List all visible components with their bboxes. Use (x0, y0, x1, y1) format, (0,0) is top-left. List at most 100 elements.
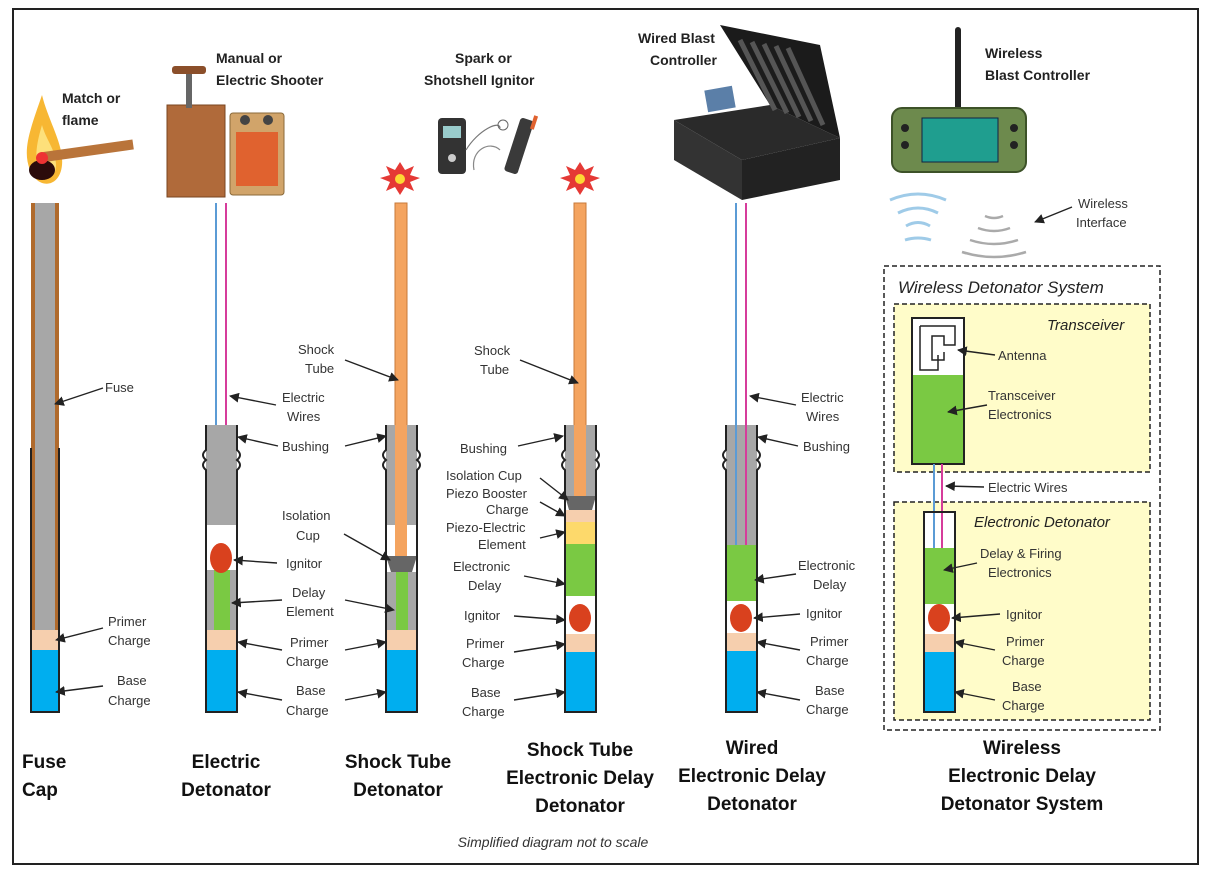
electric-delay-label-2: Element (286, 604, 334, 619)
wl-primer-label-1: Primer (1006, 634, 1045, 649)
shock-delay-title-1: Shock Tube (527, 740, 633, 761)
transceiver-electronics-label-1: Transceiver (988, 388, 1056, 403)
sd-delay-label-2: Delay (468, 578, 502, 593)
sd-ignitor-label: Ignitor (464, 608, 501, 623)
electric-ignitor-label: Ignitor (286, 556, 323, 571)
fuse-label: Fuse (105, 380, 134, 395)
electric-wires-label-1: Electric (282, 390, 325, 405)
wireless-interface-label-1: Wireless (1078, 196, 1128, 211)
electric-bushing-label: Bushing (282, 439, 329, 454)
fuse-cap-title-2: Cap (22, 780, 58, 801)
wireless-title-1: Wireless (983, 738, 1061, 759)
electric-primer-label-2: Charge (286, 654, 329, 669)
explosion-burst-icon (560, 162, 600, 195)
wireless-controller-icon (891, 27, 1027, 173)
electric-base-label-1: Base (296, 683, 326, 698)
footnote: Simplified diagram not to scale (458, 834, 649, 850)
electronic-detonator-title: Electronic Detonator (974, 514, 1111, 531)
sd-primer-label-1: Primer (466, 636, 505, 651)
wd-delay-label-2: Delay (813, 577, 847, 592)
sd-delay-label-1: Electronic (453, 559, 511, 574)
wd-base-label-2: Charge (806, 702, 849, 717)
sd-shock-tube-label-2: Tube (480, 362, 509, 377)
wireless-electric-wires-label: Electric Wires (988, 480, 1068, 495)
shock-delay-title-2: Electronic Delay (506, 768, 654, 789)
sd-base-label-1: Base (471, 685, 501, 700)
spark-label-1: Spark or (455, 50, 512, 66)
sd-base-label-2: Charge (462, 704, 505, 719)
wireless-controller-label-1: Wireless (985, 45, 1043, 61)
match-flame-icon (26, 95, 134, 184)
wl-primer-label-2: Charge (1002, 653, 1045, 668)
electric-title-2: Detonator (181, 780, 271, 801)
wired-delay-detonator (722, 203, 761, 713)
wl-base-label-2: Charge (1002, 698, 1045, 713)
transceiver-unit (911, 317, 965, 465)
wired-controller-icon (674, 25, 840, 200)
wireless-title-2: Electronic Delay (948, 766, 1096, 787)
sd-isolation-cup-label: Isolation Cup (446, 468, 522, 483)
wd-primer-label-1: Primer (810, 634, 849, 649)
wired-controller-label-2: Controller (650, 52, 717, 68)
fuse-base-label-2: Charge (108, 693, 151, 708)
sd-piezo-booster-label-2: Charge (486, 502, 529, 517)
fuse-primer-label-1: Primer (108, 614, 147, 629)
match-label-1: Match or (62, 90, 121, 106)
shock-tube-label-2: Tube (305, 361, 334, 376)
match-label-2: flame (62, 112, 99, 128)
wd-ignitor-label: Ignitor (806, 606, 843, 621)
spark-ignitor-icon (438, 115, 539, 175)
wired-title-3: Detonator (707, 794, 797, 815)
electric-base-label-2: Charge (286, 703, 329, 718)
spark-label-2: Shotshell Ignitor (424, 72, 535, 88)
wireless-title-3: Detonator System (941, 794, 1104, 815)
sd-piezo-booster-label-1: Piezo Booster (446, 486, 528, 501)
explosion-burst-icon (380, 162, 420, 195)
plunger-shooter-icon (166, 66, 285, 198)
wireless-interface-label-2: Interface (1076, 215, 1127, 230)
shooter-label-2: Electric Shooter (216, 72, 324, 88)
electric-detonator (202, 203, 241, 713)
electric-delay-label-1: Delay (292, 585, 326, 600)
fuse-cap-title-1: Fuse (22, 752, 66, 773)
wd-wires-label-1: Electric (801, 390, 844, 405)
shock-tube-detonator (382, 202, 421, 713)
isolation-cup-label-1: Isolation (282, 508, 330, 523)
antenna-label: Antenna (998, 348, 1047, 363)
wd-primer-label-2: Charge (806, 653, 849, 668)
shock-delay-title-3: Detonator (535, 796, 625, 817)
shooter-label-1: Manual or (216, 50, 283, 66)
shock-tube-delay-detonator (561, 202, 600, 713)
wired-controller-label-1: Wired Blast (638, 30, 715, 46)
sd-piezo-element-label-2: Element (478, 537, 526, 552)
wl-base-label-1: Base (1012, 679, 1042, 694)
delay-firing-label-1: Delay & Firing (980, 546, 1062, 561)
wireless-signal-icon (889, 192, 1027, 259)
wd-bushing-label: Bushing (803, 439, 850, 454)
fuse-base-label-1: Base (117, 673, 147, 688)
wireless-system-title: Wireless Detonator System (898, 278, 1104, 297)
label-arrows (54, 206, 1073, 701)
wireless-electronic-detonator (923, 511, 956, 713)
fuse-cap-detonator (30, 203, 60, 713)
wireless-controller-label-2: Blast Controller (985, 67, 1091, 83)
isolation-cup-label-2: Cup (296, 528, 320, 543)
transceiver-electronics-label-2: Electronics (988, 407, 1052, 422)
shock-title-2: Detonator (353, 780, 443, 801)
delay-firing-label-2: Electronics (988, 565, 1052, 580)
wired-title-1: Wired (726, 738, 779, 759)
wd-wires-label-2: Wires (806, 409, 840, 424)
shock-title-1: Shock Tube (345, 752, 451, 773)
transceiver-title: Transceiver (1047, 317, 1125, 334)
wd-base-label-1: Base (815, 683, 845, 698)
electric-title-1: Electric (192, 752, 261, 773)
sd-primer-label-2: Charge (462, 655, 505, 670)
wd-delay-label-1: Electronic (798, 558, 856, 573)
wl-ignitor-label: Ignitor (1006, 607, 1043, 622)
electric-primer-label-1: Primer (290, 635, 329, 650)
sd-piezo-element-label-1: Piezo-Electric (446, 520, 526, 535)
sd-shock-tube-label-1: Shock (474, 343, 511, 358)
shock-tube-label-1: Shock (298, 342, 335, 357)
electric-wires-label-2: Wires (287, 409, 321, 424)
